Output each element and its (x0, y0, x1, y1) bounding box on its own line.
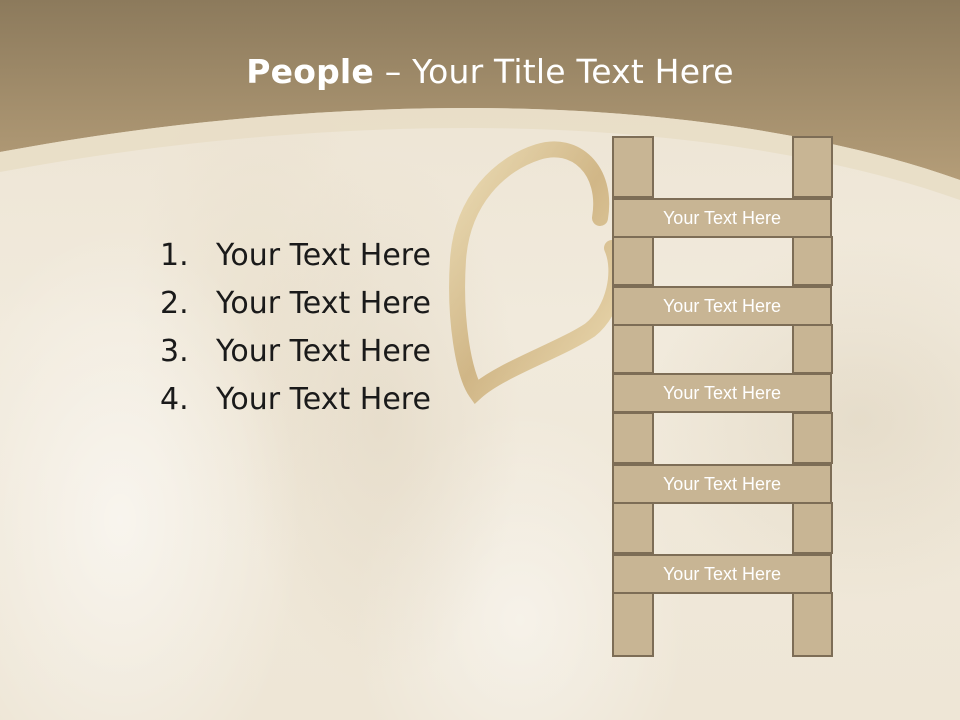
ladder-rail-left (612, 324, 654, 374)
ladder-rail-right (792, 592, 833, 657)
gold-heart-icon (449, 141, 625, 405)
list-text: Your Text Here (216, 286, 431, 321)
list-number: 1. (160, 238, 189, 273)
ladder-rung: Your Text Here (612, 198, 832, 238)
ladder-rail-right (792, 324, 833, 374)
rung-label: Your Text Here (662, 382, 782, 403)
list-item: 3. Your Text Here (160, 330, 431, 378)
header-band (0, 0, 960, 200)
list-item: 2. Your Text Here (160, 282, 431, 330)
list-item: 1. Your Text Here (160, 234, 431, 282)
page-title: People – Your Title Text Here (0, 52, 960, 91)
list-number: 2. (160, 286, 189, 321)
ladder-rung: Your Text Here (612, 373, 832, 413)
list-text: Your Text Here (216, 238, 431, 273)
ladder-rail-left (612, 592, 654, 657)
list-number: 3. (160, 334, 189, 369)
ladder-rail-left (612, 502, 654, 554)
rung-label: Your Text Here (662, 473, 782, 494)
ladder-rail-left (612, 136, 654, 198)
ladder-rail-left (612, 236, 654, 286)
list-number: 4. (160, 382, 189, 417)
ladder-rail-left (612, 412, 654, 464)
title-rest: – Your Title Text Here (374, 52, 734, 91)
ladder-rail-right (792, 412, 833, 464)
list-item: 4. Your Text Here (160, 378, 431, 426)
ladder-rung: Your Text Here (612, 554, 832, 594)
ladder-rail-right (792, 136, 833, 198)
ladder-rail-right (792, 236, 833, 286)
list-text: Your Text Here (216, 334, 431, 369)
list-text: Your Text Here (216, 382, 431, 417)
title-bold: People (246, 52, 375, 91)
rung-label: Your Text Here (662, 563, 782, 584)
ladder-rail-right (792, 502, 833, 554)
rung-label: Your Text Here (662, 207, 782, 228)
rung-label: Your Text Here (662, 295, 782, 316)
ladder-rung: Your Text Here (612, 286, 832, 326)
ladder-rung: Your Text Here (612, 464, 832, 504)
numbered-list: 1. Your Text Here 2. Your Text Here 3. Your… (160, 234, 431, 426)
